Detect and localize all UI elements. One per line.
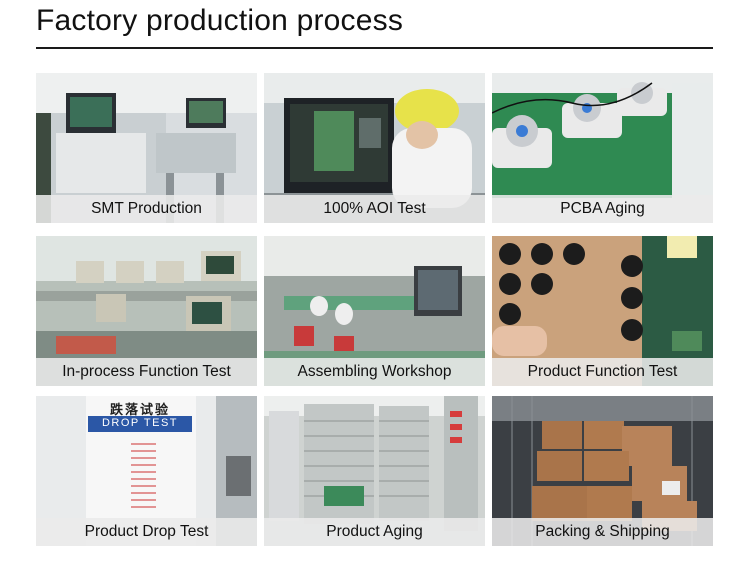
drop-test-sign-cn: 跌落试验 xyxy=(109,403,170,418)
step-in-process-function-test: In-process Function Test xyxy=(36,236,257,386)
step-caption: 100% AOI Test xyxy=(264,195,485,223)
step-assembling-workshop: Assembling Workshop xyxy=(264,236,485,386)
step-caption: PCBA Aging xyxy=(492,195,713,223)
step-caption: Packing & Shipping xyxy=(492,518,713,546)
step-caption: Assembling Workshop xyxy=(264,358,485,386)
step-product-drop-test: 跌落试验 DROP TEST Product Drop Test xyxy=(36,396,257,546)
page-title: Factory production process xyxy=(36,4,404,37)
step-caption: In-process Function Test xyxy=(36,358,257,386)
step-pcba-aging: PCBA Aging xyxy=(492,73,713,223)
step-caption: Product Drop Test xyxy=(36,518,257,546)
step-aoi-test: 100% AOI Test xyxy=(264,73,485,223)
step-caption: Product Aging xyxy=(264,518,485,546)
step-packing-shipping: Packing & Shipping xyxy=(492,396,713,546)
step-product-aging: Product Aging xyxy=(264,396,485,546)
drop-test-sign-en: DROP TEST xyxy=(101,417,179,429)
step-product-function-test: Product Function Test xyxy=(492,236,713,386)
title-divider xyxy=(36,47,713,49)
step-caption: SMT Production xyxy=(36,195,257,223)
smt-production-photo xyxy=(36,73,257,223)
step-caption: Product Function Test xyxy=(492,358,713,386)
step-smt-production: SMT Production xyxy=(36,73,257,223)
